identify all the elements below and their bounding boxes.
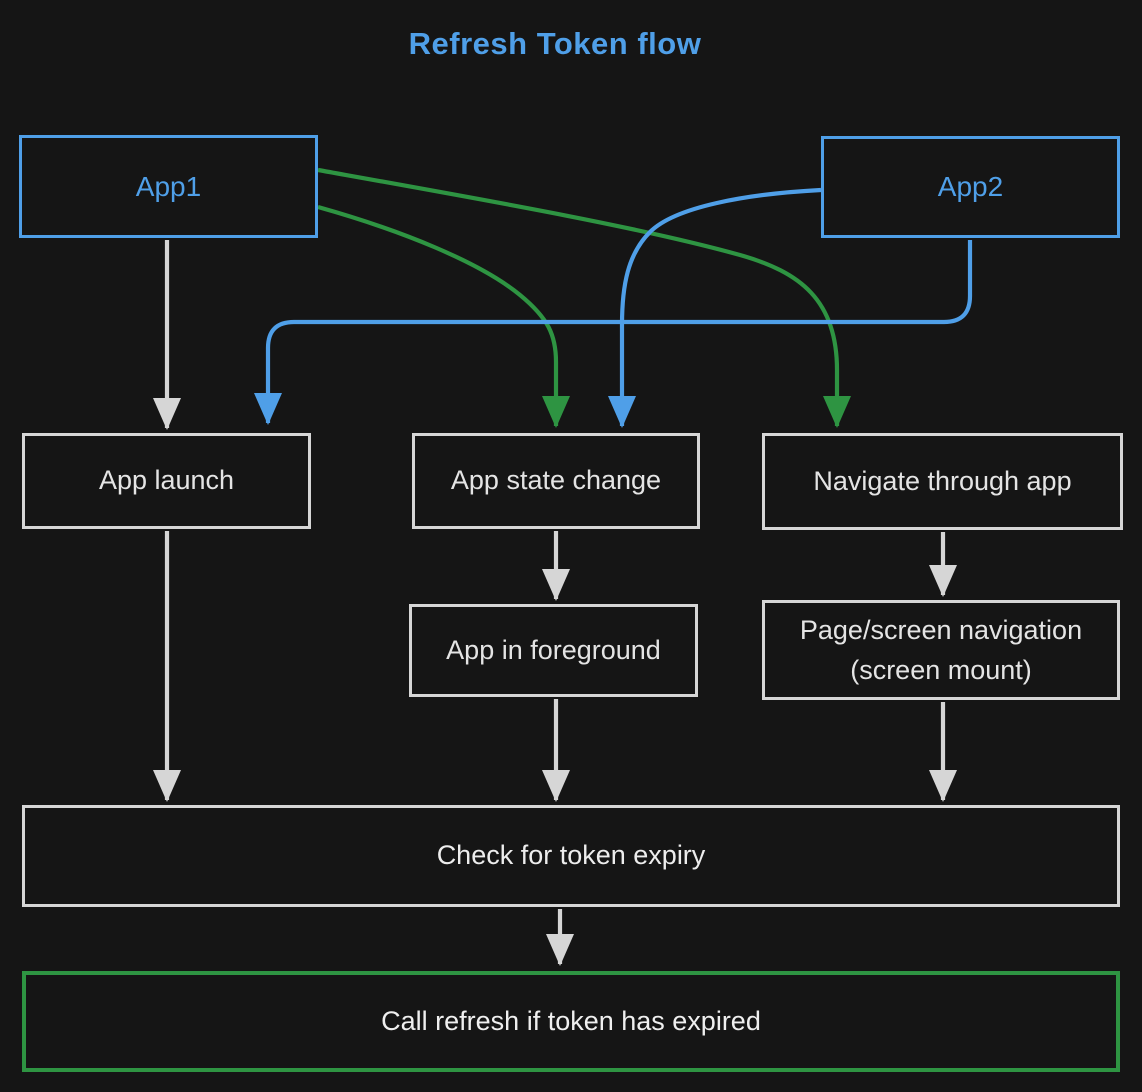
node-call-refresh-label: Call refresh if token has expired bbox=[381, 1005, 761, 1036]
edge-app2-to-app-state-change bbox=[608, 187, 822, 428]
node-app-launch-label: App launch bbox=[98, 465, 235, 496]
node-app-in-foreground-label: App in foreground bbox=[446, 634, 661, 665]
node-check-token-expiry: Check for token expiry bbox=[22, 805, 1120, 907]
edge-app2-to-app-launch bbox=[254, 240, 973, 425]
node-app-launch: App launch bbox=[22, 433, 311, 529]
node-page-screen-navigation-line2: (screen mount) bbox=[850, 655, 1032, 685]
diagram-title: Refresh Token flow bbox=[408, 26, 702, 61]
node-app-in-foreground: App in foreground bbox=[409, 604, 698, 697]
node-app-state-change-label: App state change bbox=[450, 465, 662, 496]
node-app2-label: App2 bbox=[937, 171, 1004, 203]
node-check-token-expiry-label: Check for token expiry bbox=[436, 840, 706, 871]
node-app1: App1 bbox=[19, 135, 318, 238]
edge-app1-to-app-state-change bbox=[317, 204, 570, 428]
node-app1-label: App1 bbox=[135, 170, 202, 202]
node-app2: App2 bbox=[821, 136, 1120, 238]
node-navigate-through-app: Navigate through app bbox=[762, 433, 1123, 530]
node-page-screen-navigation: Page/screen navigation (screen mount) bbox=[762, 600, 1120, 700]
node-call-refresh: Call refresh if token has expired bbox=[22, 971, 1120, 1072]
node-page-screen-navigation-line1: Page/screen navigation bbox=[799, 614, 1083, 645]
edge-app1-to-navigate bbox=[317, 167, 851, 428]
node-app-state-change: App state change bbox=[412, 433, 700, 529]
node-navigate-through-app-label: Navigate through app bbox=[813, 465, 1072, 496]
